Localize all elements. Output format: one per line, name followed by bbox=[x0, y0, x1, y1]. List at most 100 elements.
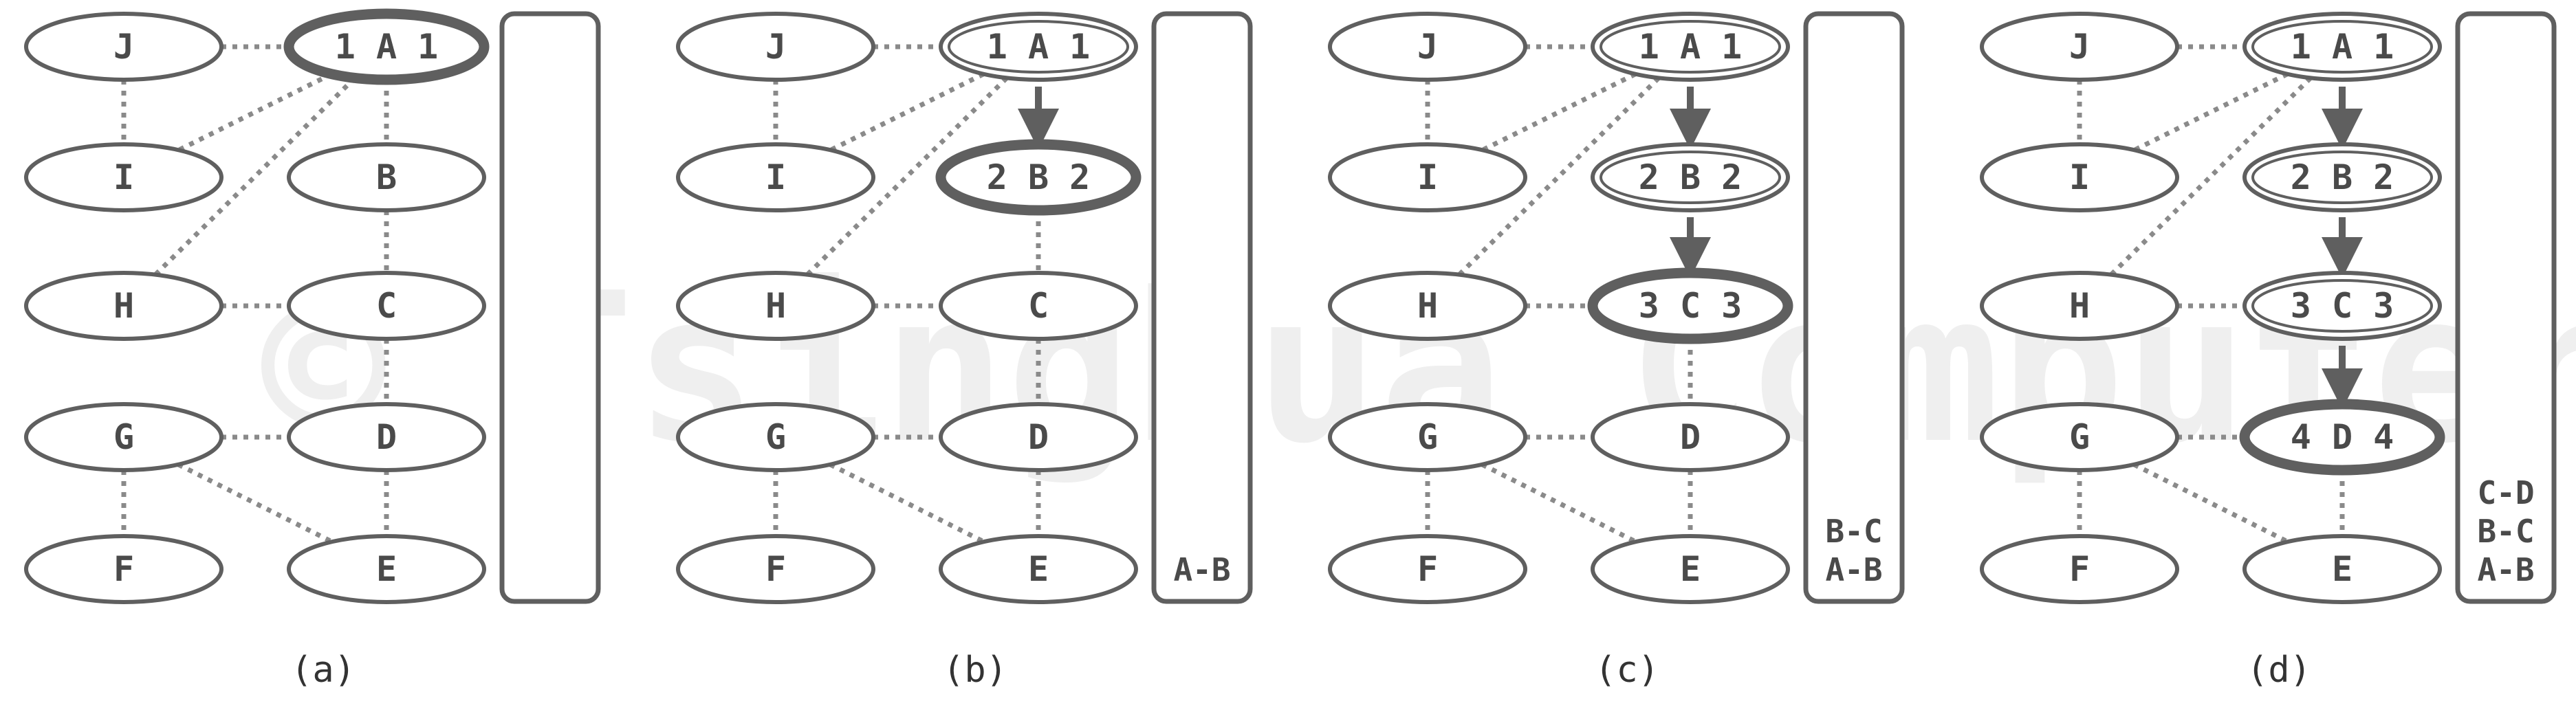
node-d: D bbox=[939, 402, 1138, 472]
node-label: H bbox=[113, 286, 134, 326]
stack-box: C-DB-CA-B bbox=[2455, 11, 2557, 604]
node-label: 1 A 1 bbox=[987, 27, 1091, 67]
node-h: H bbox=[676, 271, 875, 341]
panel-c: J 1 A 1 I 2 B 2 H 3 C 3 G D F E B-CA-B (c) bbox=[1328, 11, 1905, 691]
node-label: H bbox=[2069, 286, 2090, 326]
node-g: G bbox=[1328, 402, 1527, 472]
edge-a-i bbox=[2133, 71, 2289, 153]
node-label: I bbox=[765, 157, 786, 197]
node-f: F bbox=[676, 534, 875, 604]
node-label: H bbox=[765, 286, 786, 326]
node-label: 1 A 1 bbox=[335, 27, 439, 67]
node-label: F bbox=[113, 549, 134, 589]
node-label: B bbox=[376, 157, 397, 197]
node-label: E bbox=[2332, 549, 2353, 589]
stack-entry: A-B bbox=[2477, 551, 2534, 588]
node-label: 4 D 4 bbox=[2291, 417, 2394, 457]
node-label: G bbox=[113, 417, 134, 457]
node-i: I bbox=[676, 142, 875, 212]
edge-g-e bbox=[2132, 462, 2289, 544]
node-label: D bbox=[1680, 417, 1701, 457]
edge-a-i bbox=[1481, 71, 1637, 153]
node-e: E bbox=[2242, 534, 2442, 604]
stack-entry: B-C bbox=[2477, 513, 2534, 550]
edge-a-i bbox=[177, 71, 333, 153]
node-label: G bbox=[1417, 417, 1438, 457]
panel-caption: (b) bbox=[943, 650, 1007, 691]
node-c: C bbox=[939, 271, 1138, 341]
node-a: 1 A 1 bbox=[939, 12, 1138, 82]
node-label: J bbox=[113, 27, 134, 67]
node-i: I bbox=[1980, 142, 2179, 212]
node-g: G bbox=[24, 402, 223, 472]
node-i: I bbox=[1328, 142, 1527, 212]
node-label: F bbox=[1417, 549, 1438, 589]
node-b: B bbox=[287, 142, 486, 212]
edge-g-e bbox=[829, 462, 985, 544]
node-d: D bbox=[287, 402, 486, 472]
node-label: C bbox=[376, 286, 397, 326]
edge-a-h bbox=[805, 76, 1009, 277]
node-label: 3 C 3 bbox=[2291, 286, 2394, 326]
stack-entry: A-B bbox=[1173, 551, 1230, 588]
node-label: E bbox=[1680, 549, 1701, 589]
edge-g-e bbox=[177, 462, 334, 544]
edge-a-h bbox=[1457, 76, 1661, 277]
edge-a-h bbox=[2109, 76, 2313, 277]
node-j: J bbox=[1980, 12, 2179, 82]
node-h: H bbox=[1980, 271, 2179, 341]
node-label: J bbox=[765, 27, 786, 67]
panel-d: J 1 A 1 I 2 B 2 H 3 C 3 G 4 D 4 F E C-DB-CA-B (d) bbox=[1980, 11, 2557, 691]
node-j: J bbox=[24, 12, 223, 82]
node-label: H bbox=[1417, 286, 1438, 326]
node-f: F bbox=[1328, 534, 1527, 604]
node-label: J bbox=[2069, 27, 2090, 67]
node-label: G bbox=[765, 417, 786, 457]
panel-caption: (c) bbox=[1595, 650, 1659, 691]
node-f: F bbox=[24, 534, 223, 604]
node-b: 2 B 2 bbox=[935, 139, 1142, 216]
node-b: 2 B 2 bbox=[1591, 142, 1790, 212]
node-a: 1 A 1 bbox=[1591, 12, 1790, 82]
node-label: 2 B 2 bbox=[987, 157, 1091, 197]
node-label: F bbox=[2069, 549, 2090, 589]
node-label: 2 B 2 bbox=[1639, 157, 1743, 197]
node-label: G bbox=[2069, 417, 2090, 457]
node-d: 4 D 4 bbox=[2239, 399, 2445, 476]
stack-box bbox=[499, 11, 601, 604]
node-h: H bbox=[1328, 271, 1527, 341]
node-label: E bbox=[376, 549, 397, 589]
node-d: D bbox=[1591, 402, 1790, 472]
node-c: 3 C 3 bbox=[2242, 271, 2442, 341]
node-i: I bbox=[24, 142, 223, 212]
node-label: I bbox=[2069, 157, 2090, 197]
node-a: 1 A 1 bbox=[2242, 12, 2442, 82]
node-label: I bbox=[1417, 157, 1438, 197]
node-label: F bbox=[765, 549, 786, 589]
node-b: 2 B 2 bbox=[2242, 142, 2442, 212]
node-label: D bbox=[1028, 417, 1049, 457]
node-j: J bbox=[1328, 12, 1527, 82]
node-a: 1 A 1 bbox=[283, 8, 490, 85]
node-label: J bbox=[1417, 27, 1438, 67]
edge-a-h bbox=[153, 76, 357, 277]
node-e: E bbox=[287, 534, 486, 604]
node-label: C bbox=[1028, 286, 1049, 326]
panel-caption: (d) bbox=[2247, 650, 2311, 691]
node-c: C bbox=[287, 271, 486, 341]
stack-box: B-CA-B bbox=[1803, 11, 1905, 604]
node-f: F bbox=[1980, 534, 2179, 604]
node-c: 3 C 3 bbox=[1587, 267, 1793, 344]
stack-entry: C-D bbox=[2477, 474, 2534, 511]
node-label: 1 A 1 bbox=[1639, 27, 1743, 67]
node-label: 3 C 3 bbox=[1639, 286, 1743, 326]
panel-caption: (a) bbox=[291, 650, 356, 691]
node-g: G bbox=[676, 402, 875, 472]
node-e: E bbox=[1591, 534, 1790, 604]
edge-g-e bbox=[1481, 462, 1637, 544]
panel-a: J 1 A 1 I B H C G D F E (a) bbox=[24, 8, 601, 691]
node-label: 1 A 1 bbox=[2291, 27, 2394, 67]
node-h: H bbox=[24, 271, 223, 341]
